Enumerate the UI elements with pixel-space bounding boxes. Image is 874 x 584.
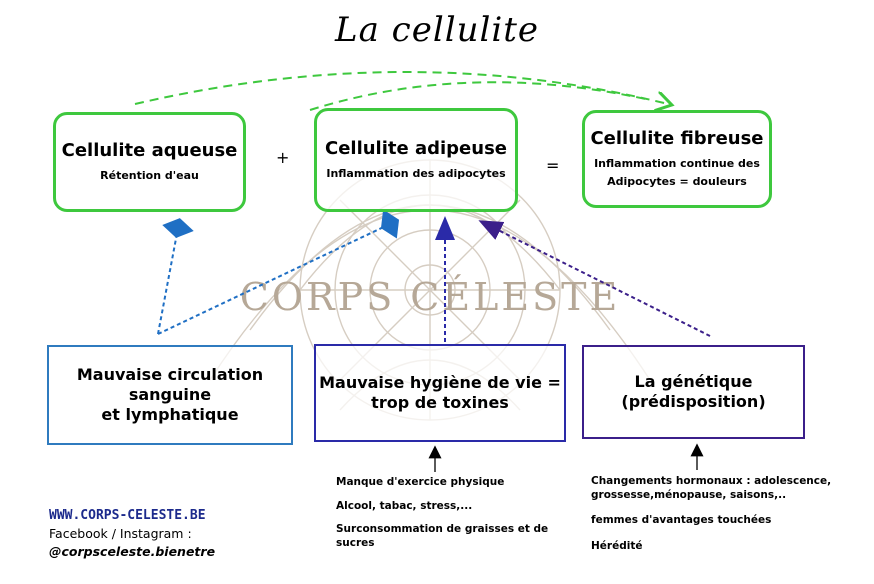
lifestyle-factors-list: Manque d'exercice physique Alcool, tabac… xyxy=(336,476,566,551)
type-aqueuse-name: Cellulite aqueuse xyxy=(61,139,238,161)
progression-arrow xyxy=(134,71,668,104)
cause-hygiene-line2: trop de toxines xyxy=(371,393,509,412)
lifestyle-factor: sucres xyxy=(336,536,375,549)
cause-box-hygiene: Mauvaise hygiène de vie = trop de toxine… xyxy=(314,344,566,442)
lifestyle-factor: Alcool, tabac, stress,... xyxy=(336,499,473,512)
type-aqueuse-desc: Rétention d'eau xyxy=(100,168,199,182)
type-adipeuse-name: Cellulite adipeuse xyxy=(324,137,508,159)
equals-operator: = xyxy=(546,156,560,175)
website-link[interactable]: WWW.CORPS-CELESTE.BE xyxy=(49,508,206,523)
plus-operator: + xyxy=(276,148,290,167)
genetic-factor: Hérédité xyxy=(591,539,643,552)
cause-box-genetique: La génétique (prédisposition) xyxy=(582,345,805,439)
type-box-adipeuse: Cellulite adipeuse Inflammation des adip… xyxy=(314,108,518,212)
genetique-to-adipeuse-arrow xyxy=(478,220,711,337)
cause-box-circulation: Mauvaise circulation sanguine et lymphat… xyxy=(47,345,293,445)
genetic-factors-list: Changements hormonaux : adolescence, gro… xyxy=(591,475,841,554)
cause-genetique-line2: (prédisposition) xyxy=(621,392,766,411)
social-handle[interactable]: @corpsceleste.bienetre xyxy=(49,544,216,559)
cause-genetique-line1: La génétique xyxy=(634,372,753,391)
circulation-to-aqueuse-arrow xyxy=(157,218,194,335)
watermark-text: CORPS CÉLESTE xyxy=(240,275,620,319)
lifestyle-factor: Surconsommation de graisses et de xyxy=(336,523,549,536)
type-box-fibreuse: Cellulite fibreuse Inflammation continue… xyxy=(582,110,772,208)
footer-contact: WWW.CORPS-CELESTE.BE Facebook / Instagra… xyxy=(49,508,215,559)
genetic-factor: grossesse,ménopause, saisons,.. xyxy=(591,488,787,501)
cause-circulation-line3: et lymphatique xyxy=(101,405,239,424)
mandala-watermark: CORPS CÉLESTE xyxy=(209,159,651,421)
genetic-factor: femmes d'avantages touchées xyxy=(591,514,772,527)
cause-circulation-line2: sanguine xyxy=(128,385,212,404)
circulation-to-adipeuse-arrow xyxy=(157,209,400,335)
lifestyle-factor: Manque d'exercice physique xyxy=(336,476,505,488)
type-fibreuse-desc-line2: Adipocytes = douleurs xyxy=(607,174,747,188)
page-title: La cellulite xyxy=(335,10,539,50)
genetic-factor: Changements hormonaux : adolescence, xyxy=(591,475,832,487)
type-fibreuse-desc-line1: Inflammation continue des xyxy=(594,156,760,170)
type-box-aqueuse: Cellulite aqueuse Rétention d'eau xyxy=(53,112,246,212)
cause-circulation-line1: Mauvaise circulation xyxy=(76,365,264,384)
type-fibreuse-name: Cellulite fibreuse xyxy=(590,127,764,149)
type-adipeuse-desc: Inflammation des adipocytes xyxy=(326,166,506,180)
cause-hygiene-line1: Mauvaise hygiène de vie = xyxy=(319,373,561,392)
progression-arrow-inner xyxy=(309,81,651,111)
social-label: Facebook / Instagram : xyxy=(49,526,192,541)
